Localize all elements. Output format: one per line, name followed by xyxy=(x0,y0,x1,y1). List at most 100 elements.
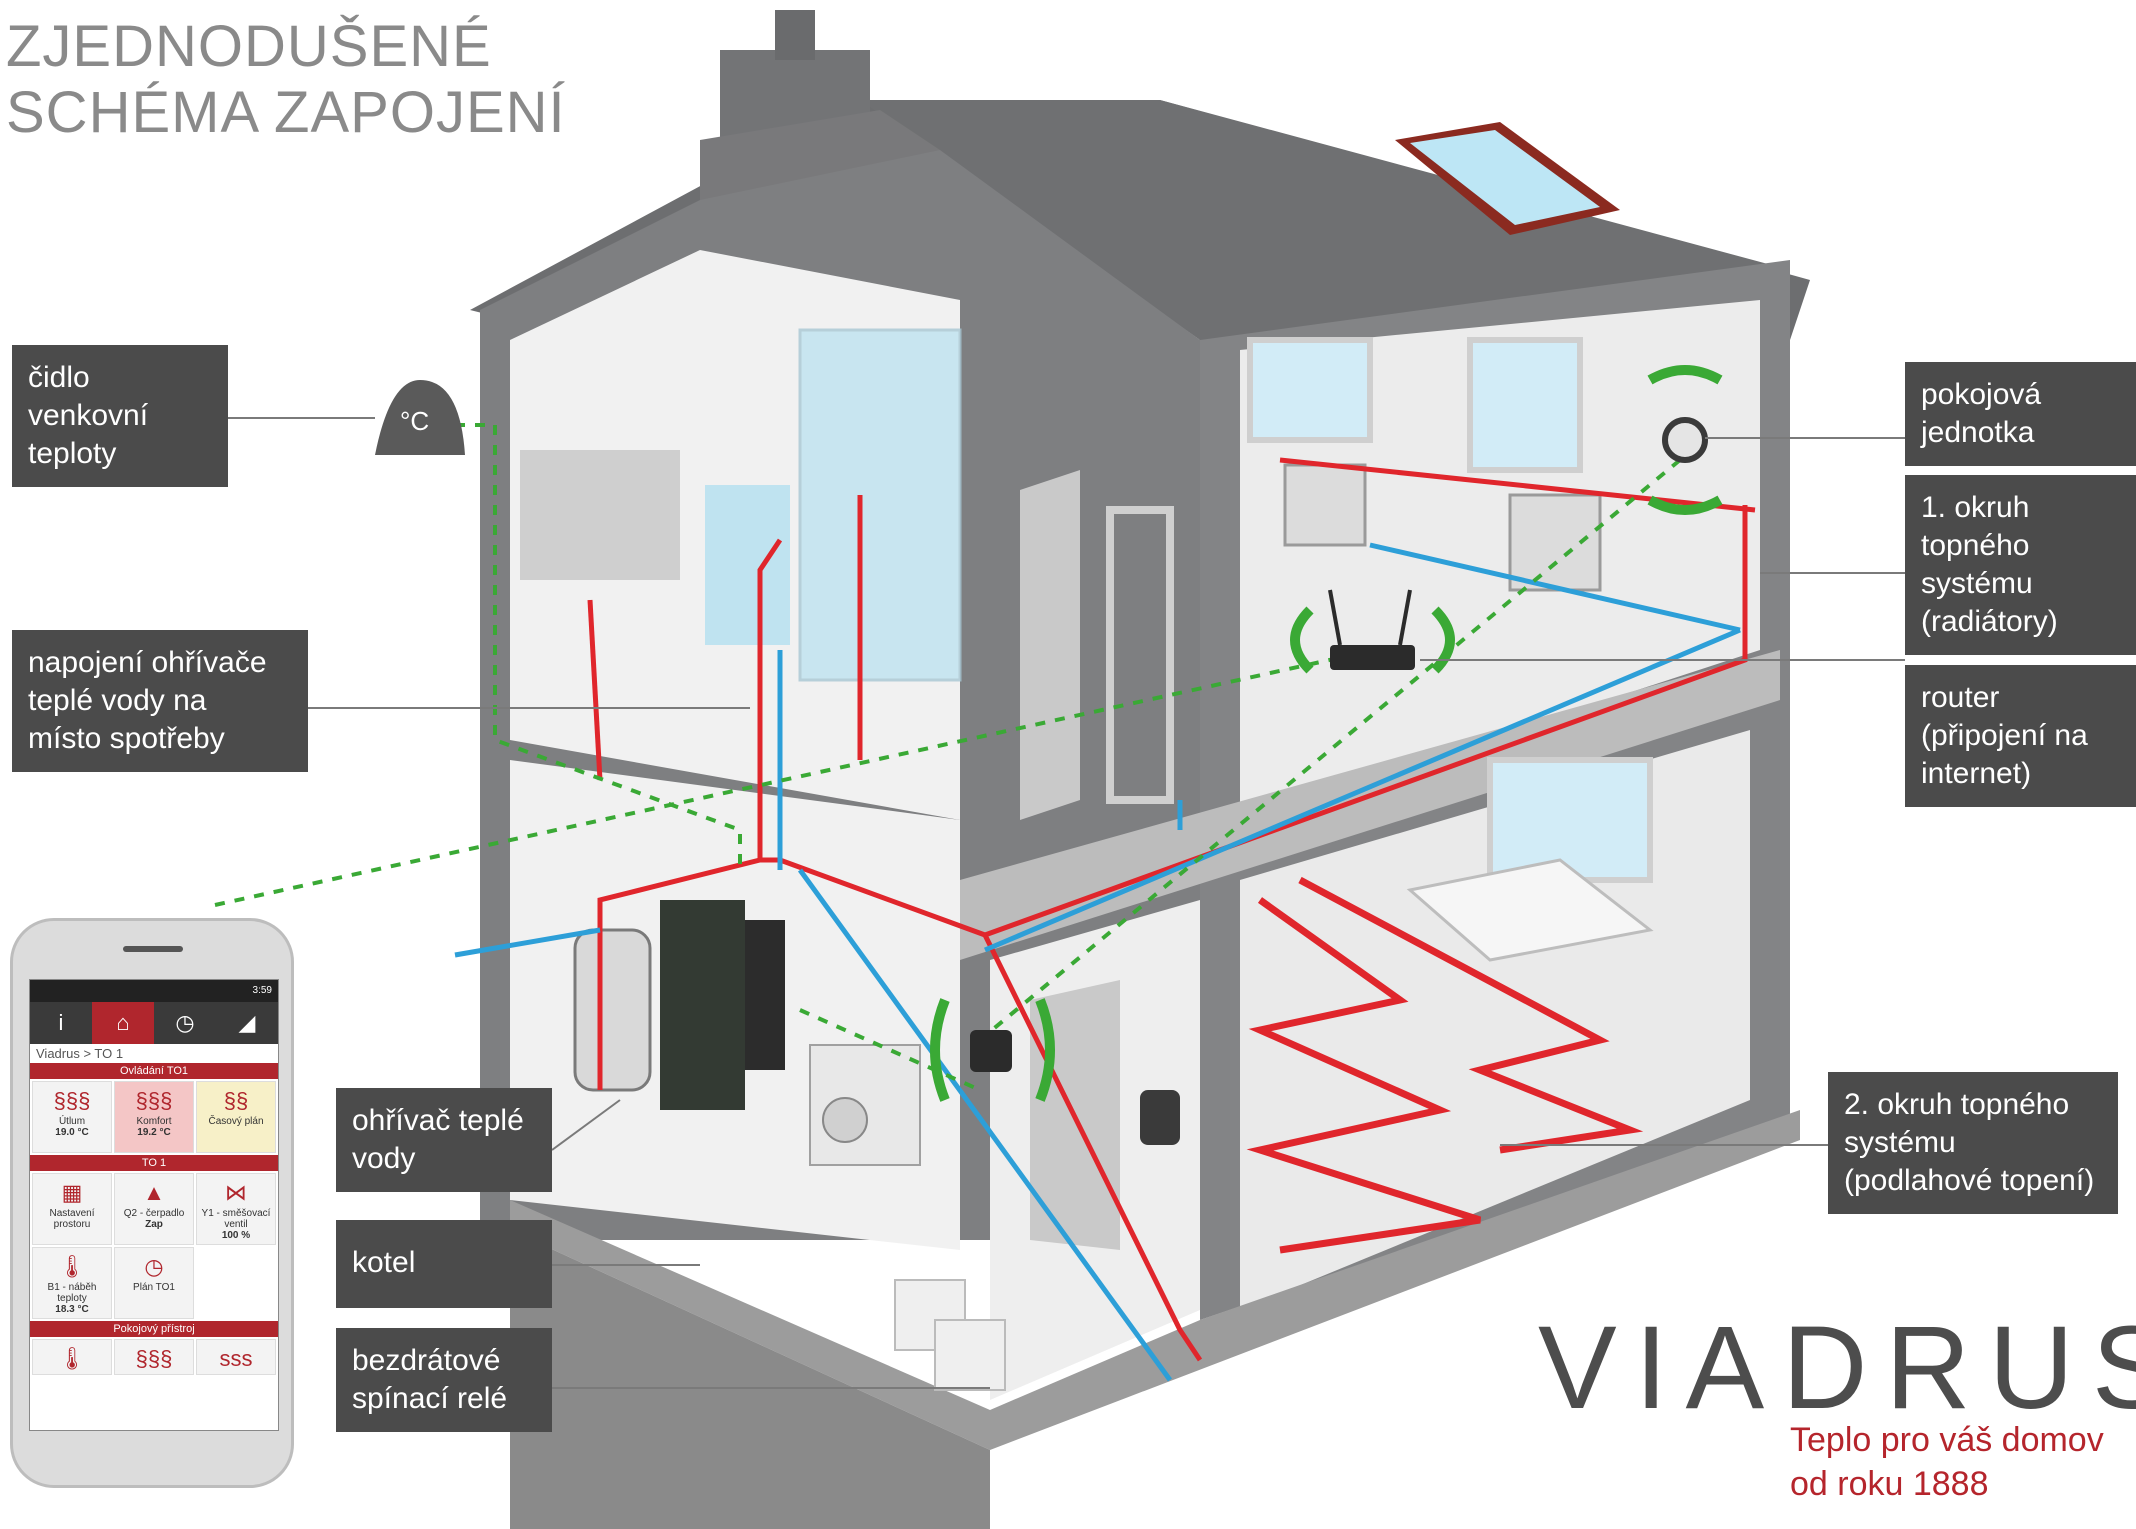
storage-box-2 xyxy=(934,1319,1006,1391)
outdoor-sensor-body xyxy=(375,380,465,455)
room-unit-waves-bottom xyxy=(1647,495,1723,515)
room-unit xyxy=(1662,417,1708,463)
radiator-2 xyxy=(1508,493,1602,592)
label-water-heater-line-2: vody xyxy=(352,1142,416,1175)
clock-tab-icon[interactable]: ◷ xyxy=(175,1010,195,1035)
tile-nastaveni-label: Nastavení prostoru xyxy=(49,1208,95,1230)
cold-pipes xyxy=(454,542,1741,1382)
boiler xyxy=(660,900,745,1110)
tile-cerpadlo[interactable]: ▲ Q2 - čerpadlo Zap xyxy=(114,1173,194,1245)
heat-waves-icon: §§§ xyxy=(135,1088,173,1113)
label-circuit-2-line-1: 2. okruh topného xyxy=(1844,1088,2070,1121)
label-room-unit: pokojová jednotka xyxy=(1905,362,2136,466)
heat-waves-icon: sss xyxy=(219,1346,253,1371)
tile-plan-label: Plán TO1 xyxy=(133,1282,175,1293)
tile-nabeh[interactable]: 🌡 B1 - náběh teploty 18.3 °C xyxy=(32,1247,112,1319)
tile-utlum-label: Útlum xyxy=(58,1116,86,1127)
tile-room-heat[interactable]: §§§ xyxy=(114,1339,194,1375)
label-relay-line-1: bezdrátové xyxy=(352,1344,501,1377)
breadcrumb[interactable]: Viadrus > TO 1 xyxy=(36,1046,124,1061)
tile-ventil-value: 100 % xyxy=(221,1230,251,1241)
door-upper xyxy=(1020,470,1080,820)
tile-komfort-label: Komfort xyxy=(136,1116,172,1127)
tiles-control: §§§ Útlum 19.0 °C §§§ Komfort 19.2 °C §§… xyxy=(30,1079,278,1155)
label-router-line-2: (připojení na xyxy=(1921,719,2088,752)
label-router-line-3: internet) xyxy=(1921,757,2032,790)
tile-komfort[interactable]: §§§ Komfort 19.2 °C xyxy=(114,1081,194,1153)
label-circuit-1-line-2: topného xyxy=(1921,529,2030,562)
phone-speaker xyxy=(123,946,183,952)
app-toolbar: i ⌂ ◷ ◢ xyxy=(30,1002,278,1044)
tile-utlum[interactable]: §§§ Útlum 19.0 °C xyxy=(32,1081,112,1153)
shower-cabin xyxy=(798,328,962,682)
heat-waves-icon: §§§ xyxy=(135,1346,173,1371)
tile-room-temp[interactable]: 🌡 xyxy=(32,1339,112,1375)
diagram-title: ZJEDNODUŠENÉ SCHÉMA ZAPOJENÍ xyxy=(6,14,566,146)
label-water-heater: ohřívač teplé vody xyxy=(336,1088,552,1192)
window-upper-1 xyxy=(1247,337,1373,443)
window-lower xyxy=(1487,757,1653,883)
washing-machine-door xyxy=(822,1097,868,1143)
tile-plan[interactable]: ◷ Plán TO1 xyxy=(114,1247,194,1319)
roof-right xyxy=(860,100,1790,340)
label-router-line-1: router xyxy=(1921,681,2000,714)
tile-cerpadlo-value: Zap xyxy=(145,1219,163,1230)
label-outdoor-sensor: čidlo venkovní teploty xyxy=(12,345,228,487)
label-outdoor-sensor-line-2: venkovní xyxy=(28,399,149,432)
label-circuit-2: 2. okruh topného systému (podlahové tope… xyxy=(1828,1072,2118,1214)
wireless-links xyxy=(214,423,1682,1092)
title-line-1: ZJEDNODUŠENÉ xyxy=(6,14,492,79)
radiator-1 xyxy=(1283,463,1367,547)
title-line-2: SCHÉMA ZAPOJENÍ xyxy=(6,80,566,145)
floor-heating-loops xyxy=(1246,876,1644,1254)
tiles-room-device: 🌡 §§§ sss xyxy=(30,1337,278,1377)
tile-nabeh-value: 18.3 °C xyxy=(55,1304,89,1315)
clock-icon: ◷ xyxy=(144,1254,164,1279)
status-bar: 3:59 xyxy=(30,980,278,1002)
chimney-top xyxy=(775,10,815,60)
tile-ventil-label: Y1 - směšovací ventil xyxy=(201,1208,271,1230)
smartphone: 3:59 i ⌂ ◷ ◢ Viadrus > TO 1 Ovládání TO1… xyxy=(10,918,294,1488)
washing-machine xyxy=(809,1044,921,1166)
label-circuit-1-line-1: 1. okruh xyxy=(1921,491,2030,524)
section-control-to1: Ovládání TO1 xyxy=(30,1063,278,1079)
router-waves-left xyxy=(1290,606,1314,674)
label-room-unit-line-1: pokojová xyxy=(1921,378,2042,411)
label-connection-line-1: napojení ohřívače xyxy=(28,646,267,679)
label-outdoor-sensor-line-1: čidlo xyxy=(28,361,90,394)
floor-slab xyxy=(960,650,1780,960)
viadrus-logo: VIADRUS xyxy=(1538,1302,2136,1434)
tile-room-setback[interactable]: sss xyxy=(196,1339,276,1375)
power-adapter xyxy=(1140,1090,1180,1145)
tiles-to1: ▦ Nastavení prostoru ▲ Q2 - čerpadlo Zap… xyxy=(30,1171,278,1321)
status-time: 3:59 xyxy=(252,985,272,996)
section-room-device: Pokojový přístroj xyxy=(30,1321,278,1337)
water-heater xyxy=(573,928,652,1092)
label-boiler-line-1: kotel xyxy=(352,1246,416,1279)
label-water-heater-connection: napojení ohřívače teplé vody na místo sp… xyxy=(12,630,308,772)
router xyxy=(1330,645,1415,670)
signal-tab-icon[interactable]: ◢ xyxy=(238,1010,256,1035)
skylight-glass xyxy=(1410,130,1600,225)
bathroom-cabinet xyxy=(520,450,680,580)
label-outdoor-sensor-line-3: teploty xyxy=(28,437,117,470)
grid-icon: ▦ xyxy=(61,1180,83,1205)
heat-waves-icon: §§§ xyxy=(53,1088,91,1113)
base-left xyxy=(510,1230,990,1529)
tagline-line-1: Teplo pro váš domov xyxy=(1790,1421,2104,1459)
label-router: router (připojení na internet) xyxy=(1905,665,2136,807)
schedule-icon: §§ xyxy=(223,1088,249,1113)
label-circuit-1-line-4: (radiátory) xyxy=(1921,605,2058,638)
tile-casovy-plan-label: Časový plán xyxy=(208,1116,264,1127)
tile-ventil[interactable]: ⋈ Y1 - směšovací ventil 100 % xyxy=(196,1173,276,1245)
tile-casovy-plan[interactable]: §§ Časový plán xyxy=(196,1081,276,1153)
phone-screen: 3:59 i ⌂ ◷ ◢ Viadrus > TO 1 Ovládání TO1… xyxy=(29,979,279,1431)
section-to1: TO 1 xyxy=(30,1155,278,1171)
info-tab-icon[interactable]: i xyxy=(58,1010,64,1035)
home-tab-icon[interactable]: ⌂ xyxy=(92,1002,154,1044)
tile-nastaveni[interactable]: ▦ Nastavení prostoru xyxy=(32,1173,112,1245)
wireless-relay xyxy=(970,1030,1012,1072)
label-connection-line-2: teplé vody na xyxy=(28,684,207,717)
table xyxy=(1406,858,1654,962)
label-circuit-1-line-3: systému xyxy=(1921,567,2033,600)
